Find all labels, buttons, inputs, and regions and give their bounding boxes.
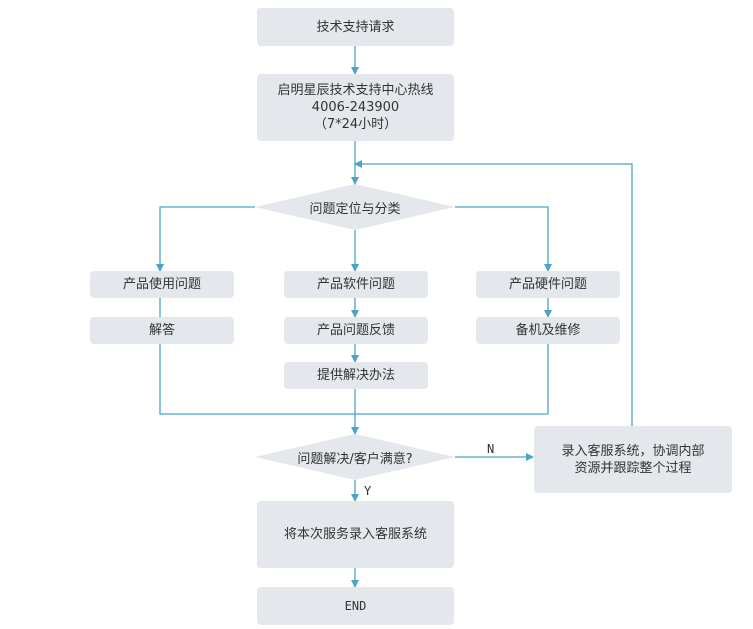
arrow-loop-back bbox=[354, 160, 633, 426]
node-record-log: 录入客服系统，协调内部 资源并跟踪整个过程 bbox=[534, 426, 732, 493]
node-repair: 备机及维修 bbox=[476, 317, 620, 344]
line-repair-merge bbox=[355, 344, 549, 415]
node-hotline-line1: 启明星辰技术支持中心热线 bbox=[277, 83, 434, 98]
node-end-label: END bbox=[344, 598, 367, 613]
node-hotline-line3: （7*24小时） bbox=[313, 117, 398, 132]
edge-label-yes: Y bbox=[364, 484, 372, 498]
node-software-label: 产品软件问题 bbox=[316, 277, 395, 292]
node-feedback: 产品问题反馈 bbox=[284, 317, 428, 344]
node-request: 技术支持请求 bbox=[257, 8, 454, 46]
arrow-classify-usage bbox=[156, 206, 255, 272]
node-software: 产品软件问题 bbox=[284, 271, 428, 298]
arrow-classify-hardware bbox=[455, 206, 552, 272]
node-answer: 解答 bbox=[90, 317, 234, 344]
resolved-diamond bbox=[255, 434, 455, 480]
node-record-log-line2: 资源并跟踪整个过程 bbox=[574, 460, 692, 476]
node-classify-label: 问题定位与分类 bbox=[309, 201, 401, 217]
node-answer-label: 解答 bbox=[148, 323, 175, 338]
node-repair-label: 备机及维修 bbox=[515, 323, 581, 338]
node-usage-label: 产品使用问题 bbox=[122, 277, 201, 292]
node-record-log-line1: 录入客服系统，协调内部 bbox=[561, 443, 705, 459]
node-resolved-label: 问题解决/客户满意? bbox=[297, 451, 413, 467]
node-feedback-label: 产品问题反馈 bbox=[316, 323, 395, 338]
node-usage: 产品使用问题 bbox=[90, 271, 234, 298]
edge-label-no: N bbox=[487, 442, 495, 456]
node-solution-label: 提供解决办法 bbox=[316, 368, 395, 383]
node-hotline: 启明星辰技术支持中心热线 4006-243900 （7*24小时） bbox=[257, 74, 454, 141]
line-answer-merge bbox=[159, 344, 355, 415]
node-request-label: 技术支持请求 bbox=[316, 19, 395, 35]
node-end: END bbox=[257, 587, 454, 625]
classify-diamond bbox=[255, 184, 455, 230]
node-hardware-label: 产品硬件问题 bbox=[508, 277, 587, 292]
node-record-service: 将本次服务录入客服系统 bbox=[257, 501, 454, 568]
node-hotline-line2: 4006-243900 bbox=[311, 100, 400, 115]
node-hardware: 产品硬件问题 bbox=[476, 271, 620, 298]
node-record-service-label: 将本次服务录入客服系统 bbox=[283, 527, 427, 542]
node-solution: 提供解决办法 bbox=[284, 362, 428, 389]
